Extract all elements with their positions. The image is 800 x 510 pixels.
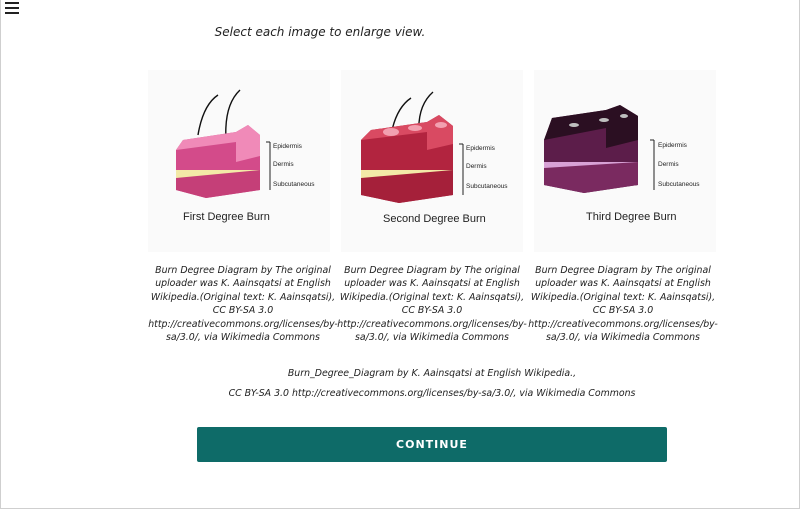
second-degree-burn-image[interactable]: Epidermis Dermis Subcutaneous Second Deg… (341, 70, 523, 252)
subcutaneous-label: Subcutaneous (273, 181, 315, 188)
subcutaneous-label: Subcutaneous (658, 181, 700, 188)
dermis-label: Dermis (658, 161, 679, 168)
epidermis-label: Epidermis (466, 145, 496, 152)
epidermis-label: Epidermis (273, 143, 303, 150)
first-degree-burn-image[interactable]: Epidermis Dermis Subcutaneous First Degr… (148, 70, 330, 252)
instruction-text: Select each image to enlarge view. (214, 25, 426, 39)
caption-third: Burn Degree Diagram by The original uplo… (528, 265, 718, 344)
third-degree-burn-image[interactable]: Epidermis Dermis Subcutaneous Third Degr… (534, 70, 716, 252)
second-degree-title: Second Degree Burn (383, 213, 486, 225)
image-gallery: Epidermis Dermis Subcutaneous First Degr… (148, 70, 720, 255)
dermis-label: Dermis (273, 161, 294, 168)
attribution-line-1: Burn_Degree_Diagram by K. Aainsqatsi at … (287, 368, 577, 379)
caption-second: Burn Degree Diagram by The original uplo… (337, 265, 527, 344)
epidermis-label: Epidermis (658, 142, 688, 149)
continue-button[interactable]: CONTINUE (197, 427, 667, 462)
attribution-line-2: CC BY-SA 3.0 http://creativecommons.org/… (228, 388, 636, 399)
hamburger-menu-icon[interactable] (5, 2, 19, 14)
subcutaneous-label: Subcutaneous (466, 183, 508, 190)
first-degree-title: First Degree Burn (183, 211, 270, 223)
third-degree-title: Third Degree Burn (586, 211, 677, 223)
dermis-label: Dermis (466, 163, 487, 170)
caption-first: Burn Degree Diagram by The original uplo… (148, 265, 338, 344)
